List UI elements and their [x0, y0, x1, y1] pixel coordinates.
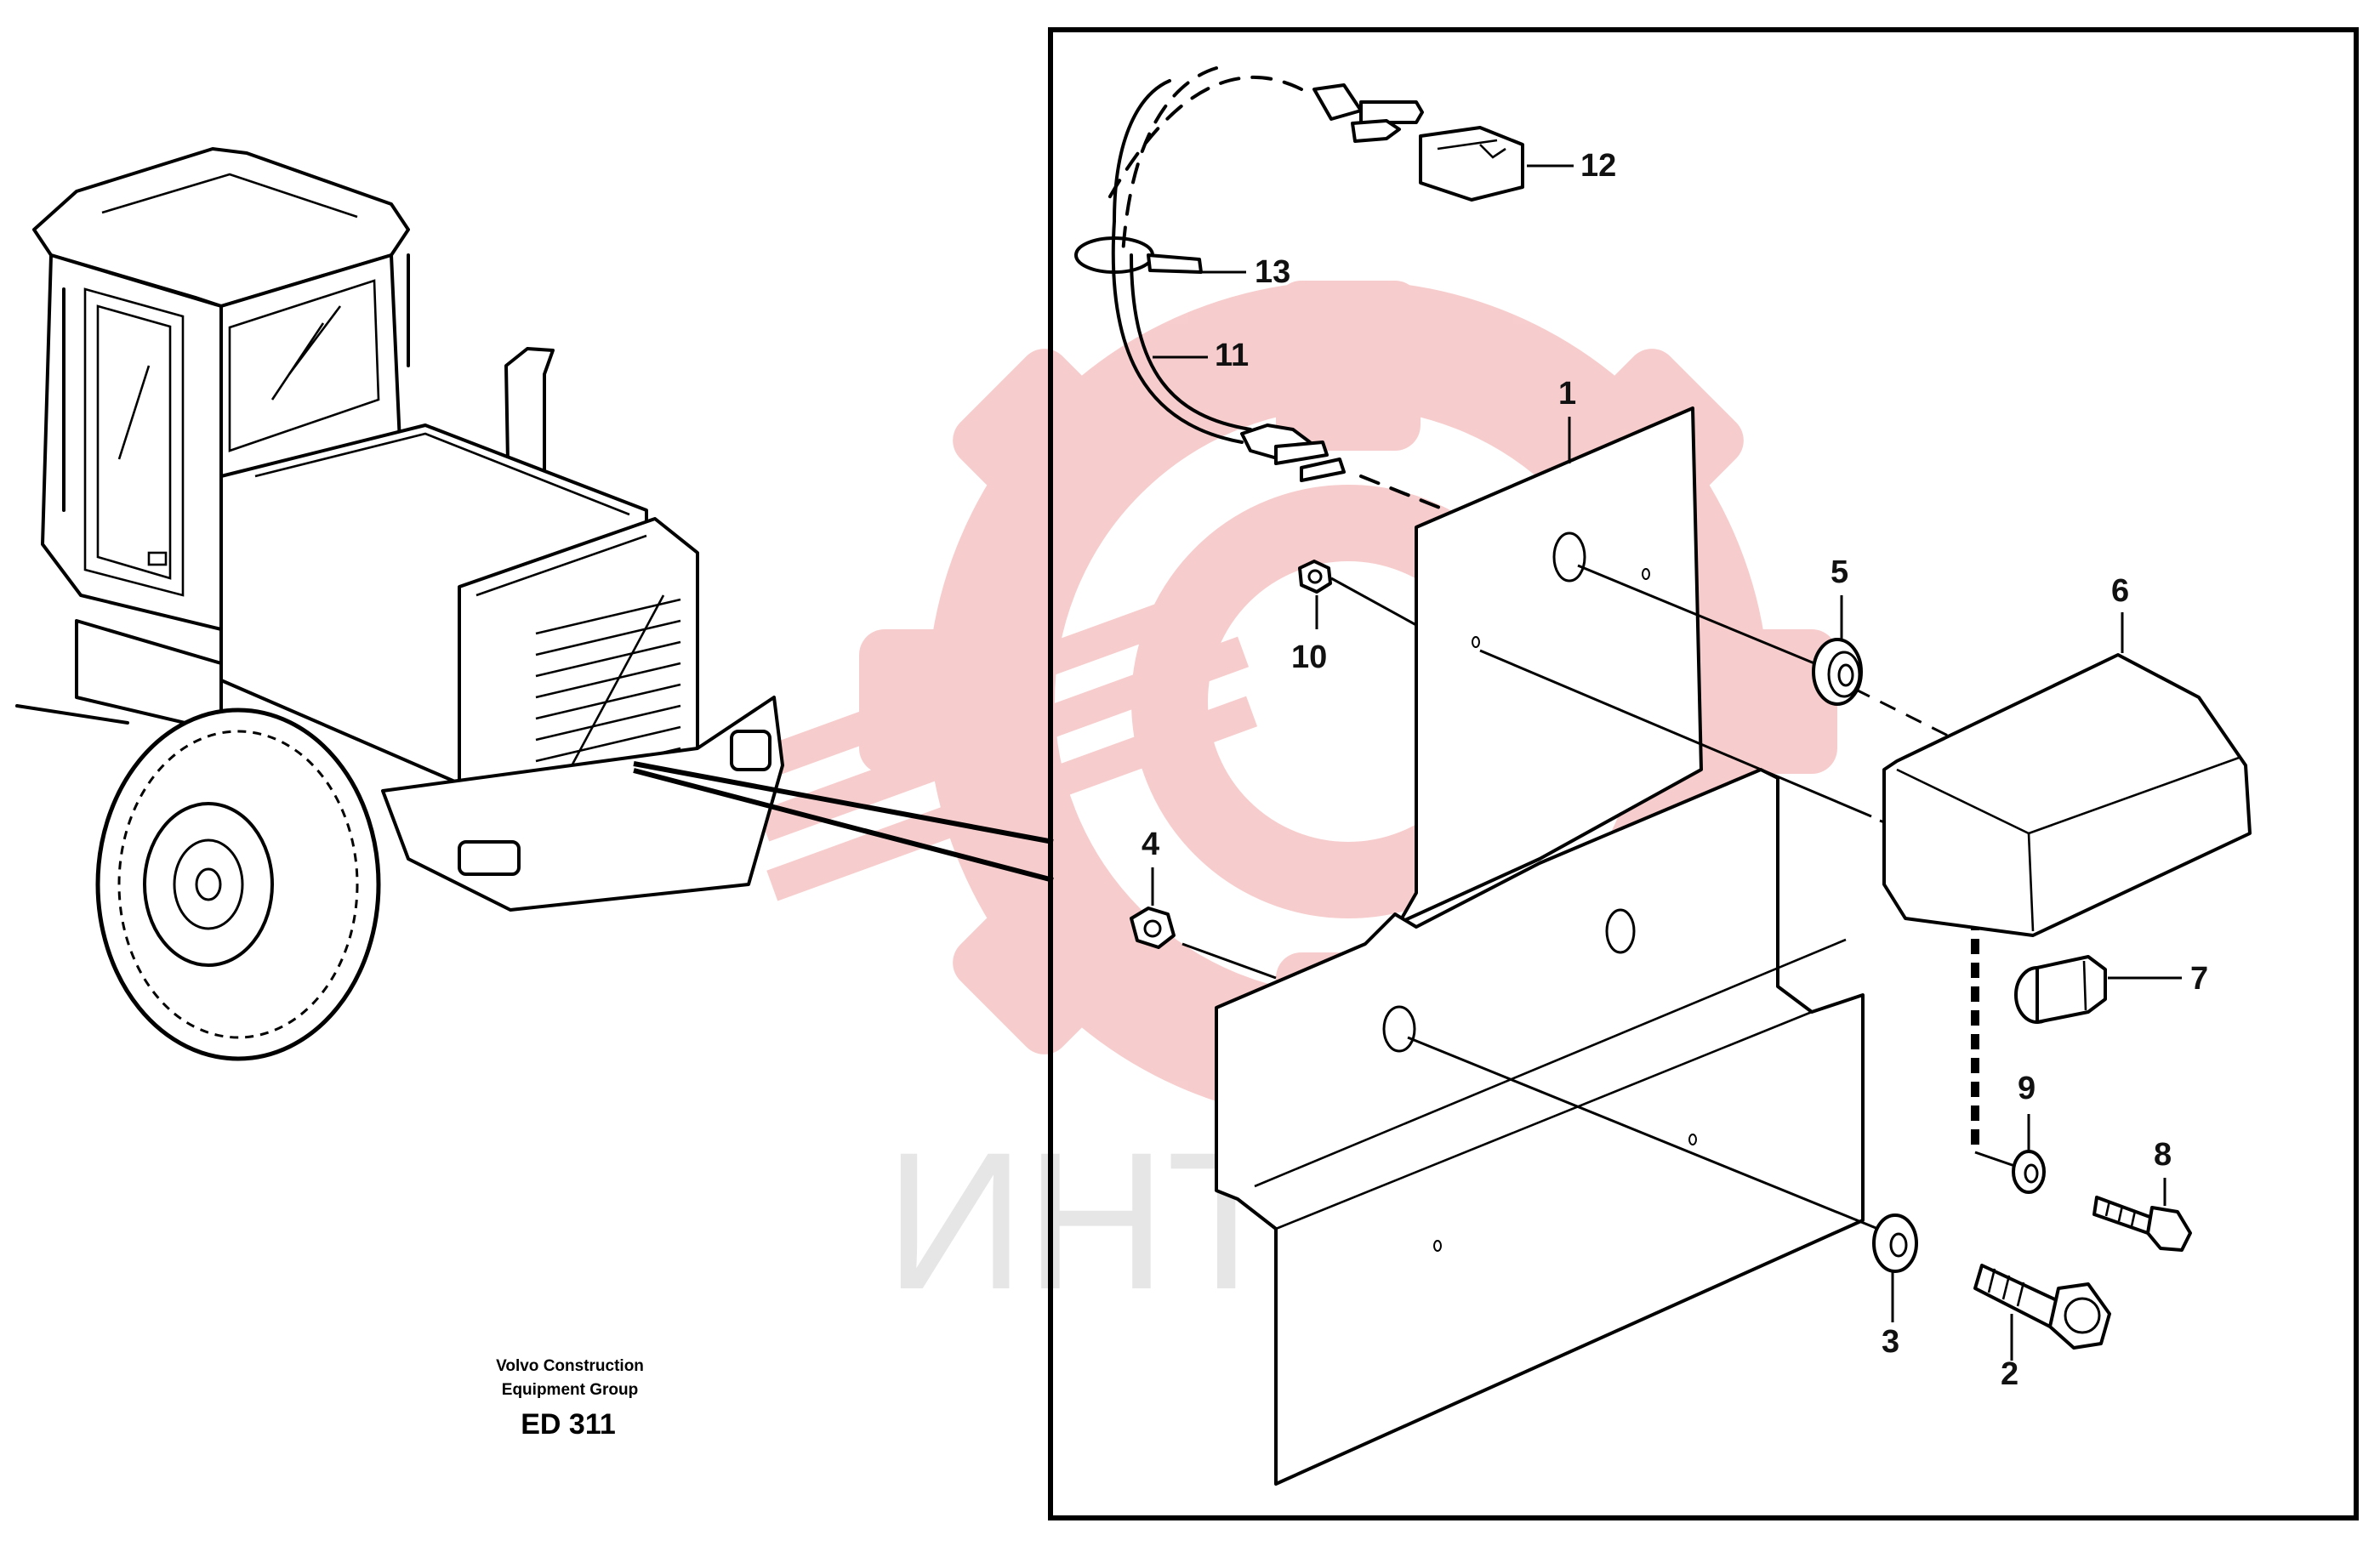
- caption-line-2: Equipment Group: [502, 1381, 638, 1399]
- callout-7: 7: [2190, 961, 2208, 997]
- caption: Volvo Construction Equipment Group ED 31…: [496, 1357, 644, 1441]
- bulb-7: [2014, 955, 2107, 1024]
- bracket-plate: [1215, 406, 1865, 1486]
- washer-3: [1872, 1213, 1918, 1273]
- callout-11: 11: [1215, 338, 1249, 373]
- bolt-2: [1973, 1264, 2111, 1350]
- callout-1: 1: [1558, 376, 1576, 412]
- callout-4: 4: [1142, 827, 1159, 862]
- nut-4: [1130, 907, 1176, 949]
- screw-8: [2092, 1196, 2192, 1252]
- callout-6: 6: [2111, 573, 2129, 609]
- callout-5: 5: [1831, 554, 1848, 590]
- washer-9: [2012, 1150, 2046, 1194]
- callouts: 1 2 3 4 5 6 7 8 9 10 11 12 13: [1142, 148, 2208, 1392]
- callout-2: 2: [2001, 1356, 2018, 1392]
- caption-line-1: Volvo Construction: [496, 1357, 644, 1375]
- callout-13: 13: [1255, 254, 1290, 290]
- zoom-connector: [633, 761, 1054, 883]
- assembly-axes: [1181, 564, 2025, 1235]
- diagram-code: ED 311: [521, 1408, 616, 1441]
- nut-10: [1298, 560, 1332, 594]
- callout-9: 9: [2018, 1071, 2036, 1106]
- callout-10: 10: [1291, 639, 1327, 675]
- detail-frame: [1048, 27, 2359, 1520]
- callout-8: 8: [2154, 1137, 2172, 1173]
- callout-3: 3: [1882, 1324, 1899, 1360]
- lamp-housing-6: [1882, 653, 2252, 937]
- front-wheel: [95, 708, 381, 1061]
- cable-harness: [1074, 66, 1524, 512]
- callout-12: 12: [1580, 148, 1616, 184]
- grommet-5: [1812, 638, 1863, 706]
- wheel-loader-illustration: [15, 147, 784, 1061]
- callout-leaders: [1151, 164, 2182, 1361]
